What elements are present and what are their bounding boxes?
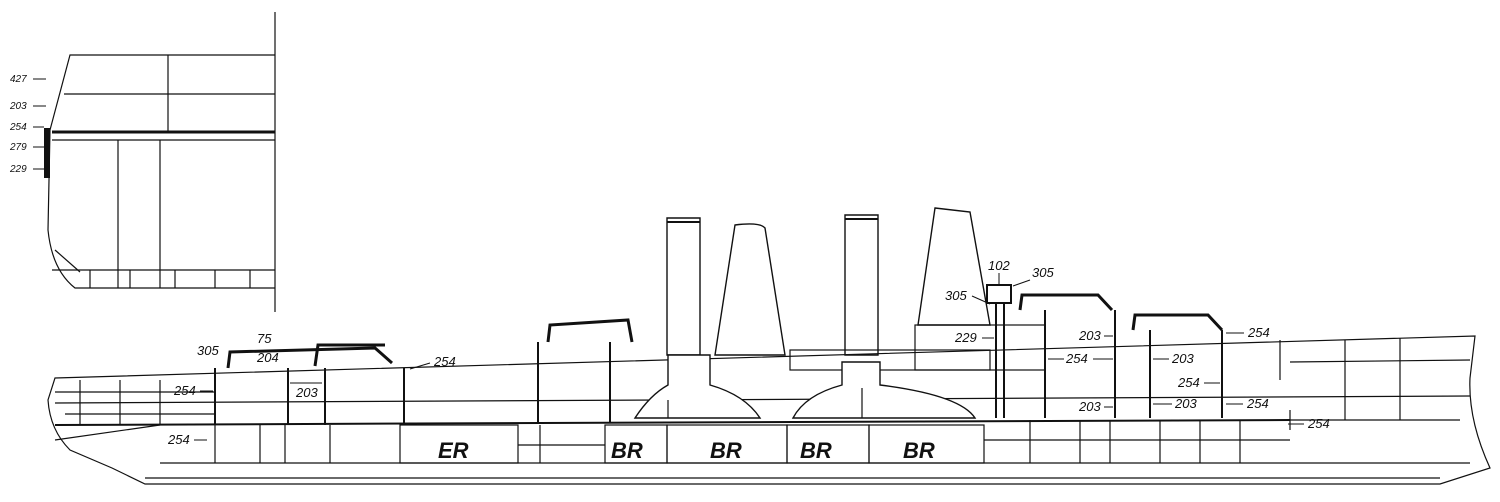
inset-label-279: 279 <box>9 142 27 153</box>
conning-tower <box>986 284 1012 304</box>
callouts: 305 75 204 254 254 203 254 102 305 305 2… <box>167 258 1330 447</box>
inset-hull-outline <box>47 54 275 289</box>
turret-c-hood <box>546 318 634 343</box>
callout-305-fwd: 305 <box>197 343 219 358</box>
inset-label-203: 203 <box>9 101 27 112</box>
upper-deck-line <box>54 395 1471 404</box>
uptake-hood-2 <box>791 361 977 419</box>
callout-305-ct: 305 <box>1032 265 1054 280</box>
callout-203-d2: 203 <box>1078 399 1101 414</box>
callout-254-low: 254 <box>167 432 190 447</box>
callout-204: 204 <box>256 350 279 365</box>
uptake-hood-1 <box>633 354 762 419</box>
compartment-er <box>399 424 519 464</box>
compartment-br-4 <box>868 424 985 464</box>
room-label-er: ER <box>438 438 469 463</box>
uptake-hoods <box>633 354 977 419</box>
armor-deck-line <box>54 419 1291 426</box>
room-labels: ER BR BR BR BR <box>438 438 935 463</box>
inset-label-229: 229 <box>9 164 27 175</box>
turrets <box>214 284 1224 425</box>
arrow-305-tube <box>971 295 991 305</box>
callout-254-d: 254 <box>1065 351 1088 366</box>
aft-deckhouse <box>914 324 1046 371</box>
room-label-br-2: BR <box>710 438 742 463</box>
turret-a-hood <box>226 346 393 369</box>
inset-bilge-line <box>54 249 81 273</box>
main-hull <box>47 335 1491 485</box>
funnel-2-stack <box>714 223 786 356</box>
funnel-4-stack <box>917 207 991 326</box>
midship-section-inset: 427 203 254 279 229 <box>9 12 276 312</box>
inset-label-427: 427 <box>10 74 27 85</box>
inset-label-254: 254 <box>9 122 27 133</box>
room-label-br-1: BR <box>611 438 643 463</box>
callout-254-e-low: 254 <box>1246 396 1269 411</box>
funnel-1 <box>666 217 701 356</box>
hull-outline <box>47 335 1491 485</box>
callout-254-aft: 254 <box>1307 416 1330 431</box>
turret-e-hood <box>1131 313 1224 332</box>
room-label-br-3: BR <box>800 438 832 463</box>
callout-229: 229 <box>954 330 977 345</box>
turret-d-hood <box>1018 293 1114 312</box>
arrow-305-ct <box>1012 279 1031 287</box>
callout-203-e2: 203 <box>1174 396 1197 411</box>
callout-203-e1: 203 <box>1171 351 1194 366</box>
callout-254-turret: 254 <box>433 354 456 369</box>
callout-305-tube: 305 <box>945 288 967 303</box>
callout-254-e-top: 254 <box>1247 325 1270 340</box>
room-label-br-4: BR <box>903 438 935 463</box>
callout-254-fwd: 254 <box>173 383 196 398</box>
inset-belt-armor <box>44 128 50 178</box>
callout-203-fwd: 203 <box>295 385 318 400</box>
callout-102: 102 <box>988 258 1010 273</box>
aft-hline-a <box>1289 359 1471 363</box>
funnels <box>666 207 991 356</box>
midship-deckhouse <box>789 349 991 371</box>
turret-b-hood <box>313 343 385 367</box>
arrow-254-turret <box>409 362 431 370</box>
superstructure <box>789 324 1046 371</box>
funnel-3 <box>844 214 879 356</box>
callout-254-e-mid: 254 <box>1177 375 1200 390</box>
callout-203-d1: 203 <box>1078 328 1101 343</box>
callout-75: 75 <box>257 331 272 346</box>
forefoot-line <box>54 424 161 441</box>
